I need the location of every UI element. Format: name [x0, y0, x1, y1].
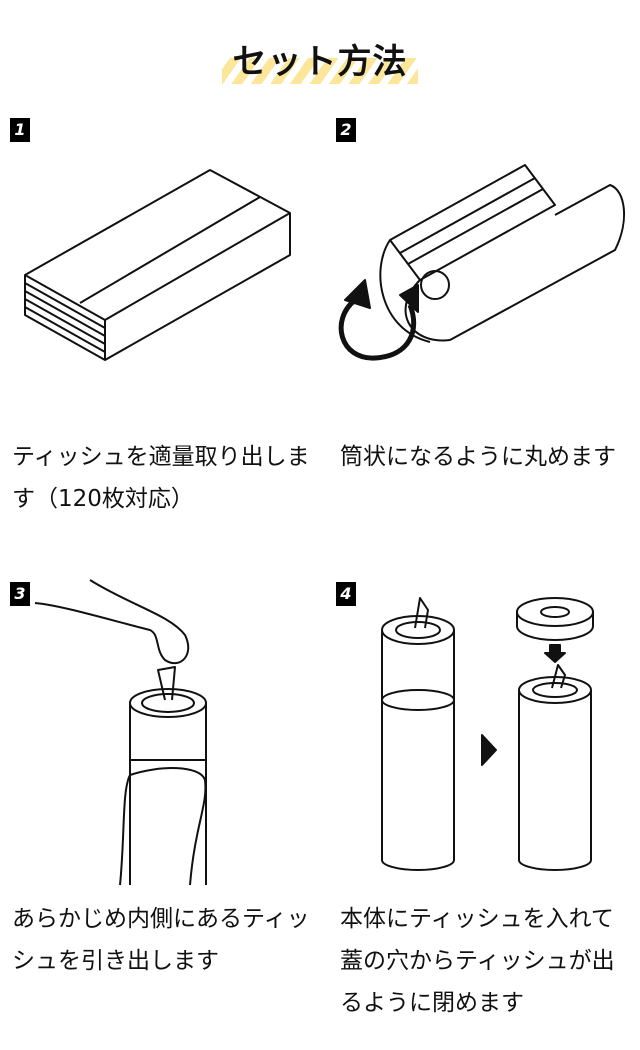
step-2-number: 2: [336, 118, 356, 142]
pulling-tissue-illustration: [34, 579, 207, 886]
title-stripe-decoration: [222, 58, 418, 84]
step-1-number: 1: [10, 118, 30, 142]
tissue-stack-illustration: [24, 169, 291, 361]
rolling-tissue-illustration: [338, 164, 626, 361]
step-1-caption: ティッシュを適量取り出します（120枚対応）: [12, 444, 310, 512]
step-3-number: 3: [10, 582, 30, 606]
page-title: セット方法: [232, 42, 408, 82]
step-4-number: 4: [336, 582, 356, 606]
step-3-caption: あらかじめ内側にあるティッシュを引き出します: [12, 906, 310, 974]
title-block: セット方法: [222, 34, 418, 86]
inserting-into-case-illustration: [381, 597, 594, 871]
step-4-caption: 本体にティッシュを入れて蓋の穴からティッシュが出るように閉めます: [340, 906, 615, 1016]
step-2-caption: 筒状になるように丸めます: [340, 444, 616, 470]
